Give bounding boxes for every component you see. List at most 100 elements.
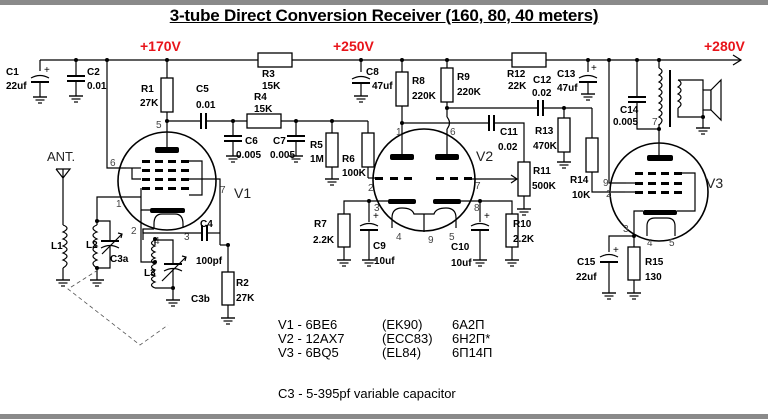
legend-row: V3 - 6BQ5 (EL84) 6П14П (278, 346, 492, 360)
c9-ref: C9 (373, 241, 386, 252)
r1-value: 27K (140, 98, 159, 109)
r9-ref: R9 (457, 72, 470, 83)
legend-tube: V1 - 6BE6 (278, 317, 338, 332)
r4-value: 15K (254, 104, 273, 115)
c13-value: 47uf (557, 83, 578, 94)
tube-label-v2: V2 (476, 148, 493, 164)
r15-ref: R15 (645, 257, 664, 268)
resistor-r12 (511, 52, 547, 68)
c7-ref: C7 (273, 136, 286, 147)
resistor-r8 (395, 71, 409, 107)
variable-capacitor-c3b (155, 239, 187, 288)
v1-pin-5: 5 (156, 120, 162, 131)
coil-l1 (55, 224, 71, 287)
coil-l3 (150, 237, 181, 307)
c9-value: 10uf (374, 256, 395, 267)
c4-value: 100pf (196, 256, 223, 267)
tube-label-v1: V1 (234, 185, 251, 201)
legend-russian: 6П14П (452, 345, 493, 360)
v2-pin-2: 2 (368, 183, 374, 194)
c15-value: 22uf (576, 272, 597, 283)
resistor-r6 (361, 132, 375, 168)
l2-ref: L2 (86, 240, 98, 251)
r13-value: 470K (533, 141, 558, 152)
r11-value: 500K (532, 181, 557, 192)
r15-value: 130 (645, 272, 662, 283)
c2-ref: C2 (87, 67, 100, 78)
v1-pin-6: 6 (110, 158, 116, 169)
r7-ref: R7 (314, 219, 327, 230)
output-transformer (657, 58, 704, 160)
capacitor-footnote: C3 - 5-395pf variable capacitor (278, 386, 456, 401)
r6-ref: R6 (342, 154, 355, 165)
legend-row: V1 - 6BE6 (EK90) 6А2П (278, 318, 492, 332)
v2-pin-1: 1 (396, 127, 402, 138)
c5-ref: C5 (196, 84, 209, 95)
legend-tube: V3 - 6BQ5 (278, 345, 339, 360)
antenna-icon (55, 168, 72, 225)
legend-russian: 6А2П (452, 317, 485, 332)
resistor-r3 (257, 52, 293, 68)
v2-pin-6: 6 (450, 127, 456, 138)
v3-pin-3: 3 (623, 224, 629, 235)
r13-ref: R13 (535, 126, 554, 137)
c7-value: 0.005 (270, 150, 295, 161)
c6-value: 0.005 (236, 150, 261, 161)
c11-ref: C11 (500, 127, 518, 138)
variable-capacitor-c3a (97, 220, 123, 269)
resistor-r15 (627, 246, 641, 281)
c12-value: 0.02 (532, 88, 552, 99)
tube-label-v3: V3 (706, 175, 723, 191)
r2-value: 27K (236, 293, 255, 304)
legend-euro: (EL84) (382, 345, 422, 360)
tube-legend: V1 - 6BE6 (EK90) 6А2П V2 - 12AX7 (ECC83)… (278, 318, 492, 360)
antenna-label: ANT. (47, 149, 75, 164)
r3-ref: R3 (262, 69, 275, 80)
gang-link-c3 (67, 269, 169, 346)
v1-pin-4: 4 (154, 236, 160, 247)
r9-value: 220K (457, 87, 482, 98)
v2-pin-3: 3 (374, 203, 380, 214)
c14-ref: C14 (620, 105, 639, 116)
r4-ref: R4 (254, 92, 267, 103)
c10-value: 10uf (451, 258, 472, 269)
c10-ref: C10 (451, 242, 470, 253)
speaker-icon (695, 78, 722, 135)
l3-ref: L3 (144, 268, 156, 279)
l1-ref: L1 (51, 241, 63, 252)
r12-value: 22K (508, 81, 527, 92)
voltage-label-250: +250V (333, 38, 375, 54)
v1-pin-2: 2 (131, 226, 137, 237)
legend-tube: V2 - 12AX7 (278, 331, 345, 346)
r14-value: 10K (572, 190, 591, 201)
c13-ref: C13 (557, 69, 576, 80)
c8-ref: C8 (366, 67, 379, 78)
v3-pin-4: 4 (647, 238, 653, 249)
resistor-r13 (557, 117, 571, 153)
resistor-r4 (246, 113, 282, 129)
v2-pin-8: 8 (474, 203, 480, 214)
svg-text:+: + (613, 245, 619, 256)
v1-pin-3: 3 (184, 232, 190, 243)
v1-pin-7: 7 (220, 185, 226, 196)
v2-pin-4: 4 (396, 232, 402, 243)
legend-euro: (ECC83) (382, 331, 433, 346)
v3-pin-7: 7 (652, 117, 658, 128)
svg-text:+: + (484, 211, 490, 222)
r8-ref: R8 (412, 76, 425, 87)
v2-pin-5: 5 (449, 232, 455, 243)
r8-value: 220K (412, 91, 437, 102)
top-frame-border (0, 0, 768, 5)
voltage-label-170: +170V (140, 38, 182, 54)
c15-ref: C15 (577, 257, 596, 268)
svg-text:+: + (591, 63, 597, 74)
v2-pin-9: 9 (428, 235, 434, 246)
c1-ref: C1 (6, 67, 19, 78)
voltage-label-280: +280V (704, 38, 746, 54)
c3b-ref: C3b (191, 294, 210, 305)
r5-value: 1M (310, 154, 324, 165)
r11-ref: R11 (533, 166, 551, 177)
resistor-r9 (440, 67, 454, 103)
bottom-frame-border (0, 414, 768, 419)
